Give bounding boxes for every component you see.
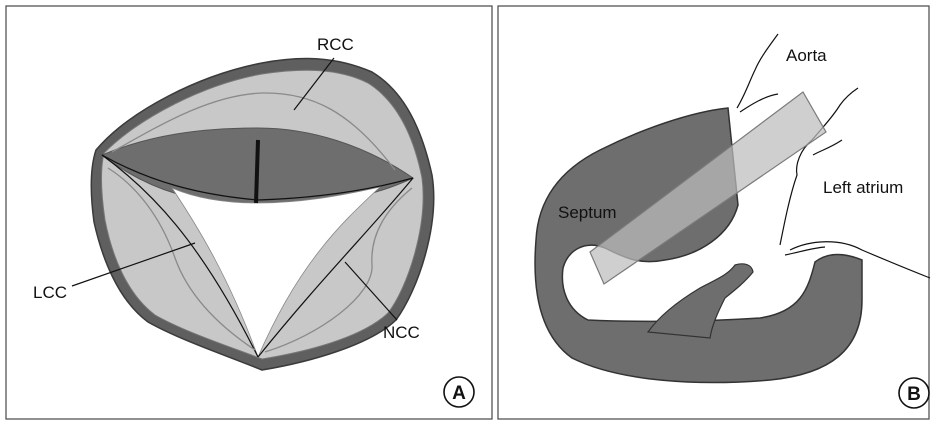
panel-a: RCC LCC NCC A	[6, 6, 492, 419]
aorta-label: Aorta	[786, 46, 827, 65]
lcc-label: LCC	[33, 283, 67, 302]
ncc-label: NCC	[383, 323, 420, 342]
rcc-label: RCC	[317, 35, 354, 54]
panel-b: Aorta Left atrium Septum B	[498, 6, 930, 419]
septum-label: Septum	[558, 203, 617, 222]
panel-a-badge-label: A	[452, 383, 466, 404]
panel-b-badge-label: B	[907, 384, 921, 405]
coaptation-marker	[256, 140, 258, 203]
left-atrium-label: Left atrium	[823, 178, 903, 197]
